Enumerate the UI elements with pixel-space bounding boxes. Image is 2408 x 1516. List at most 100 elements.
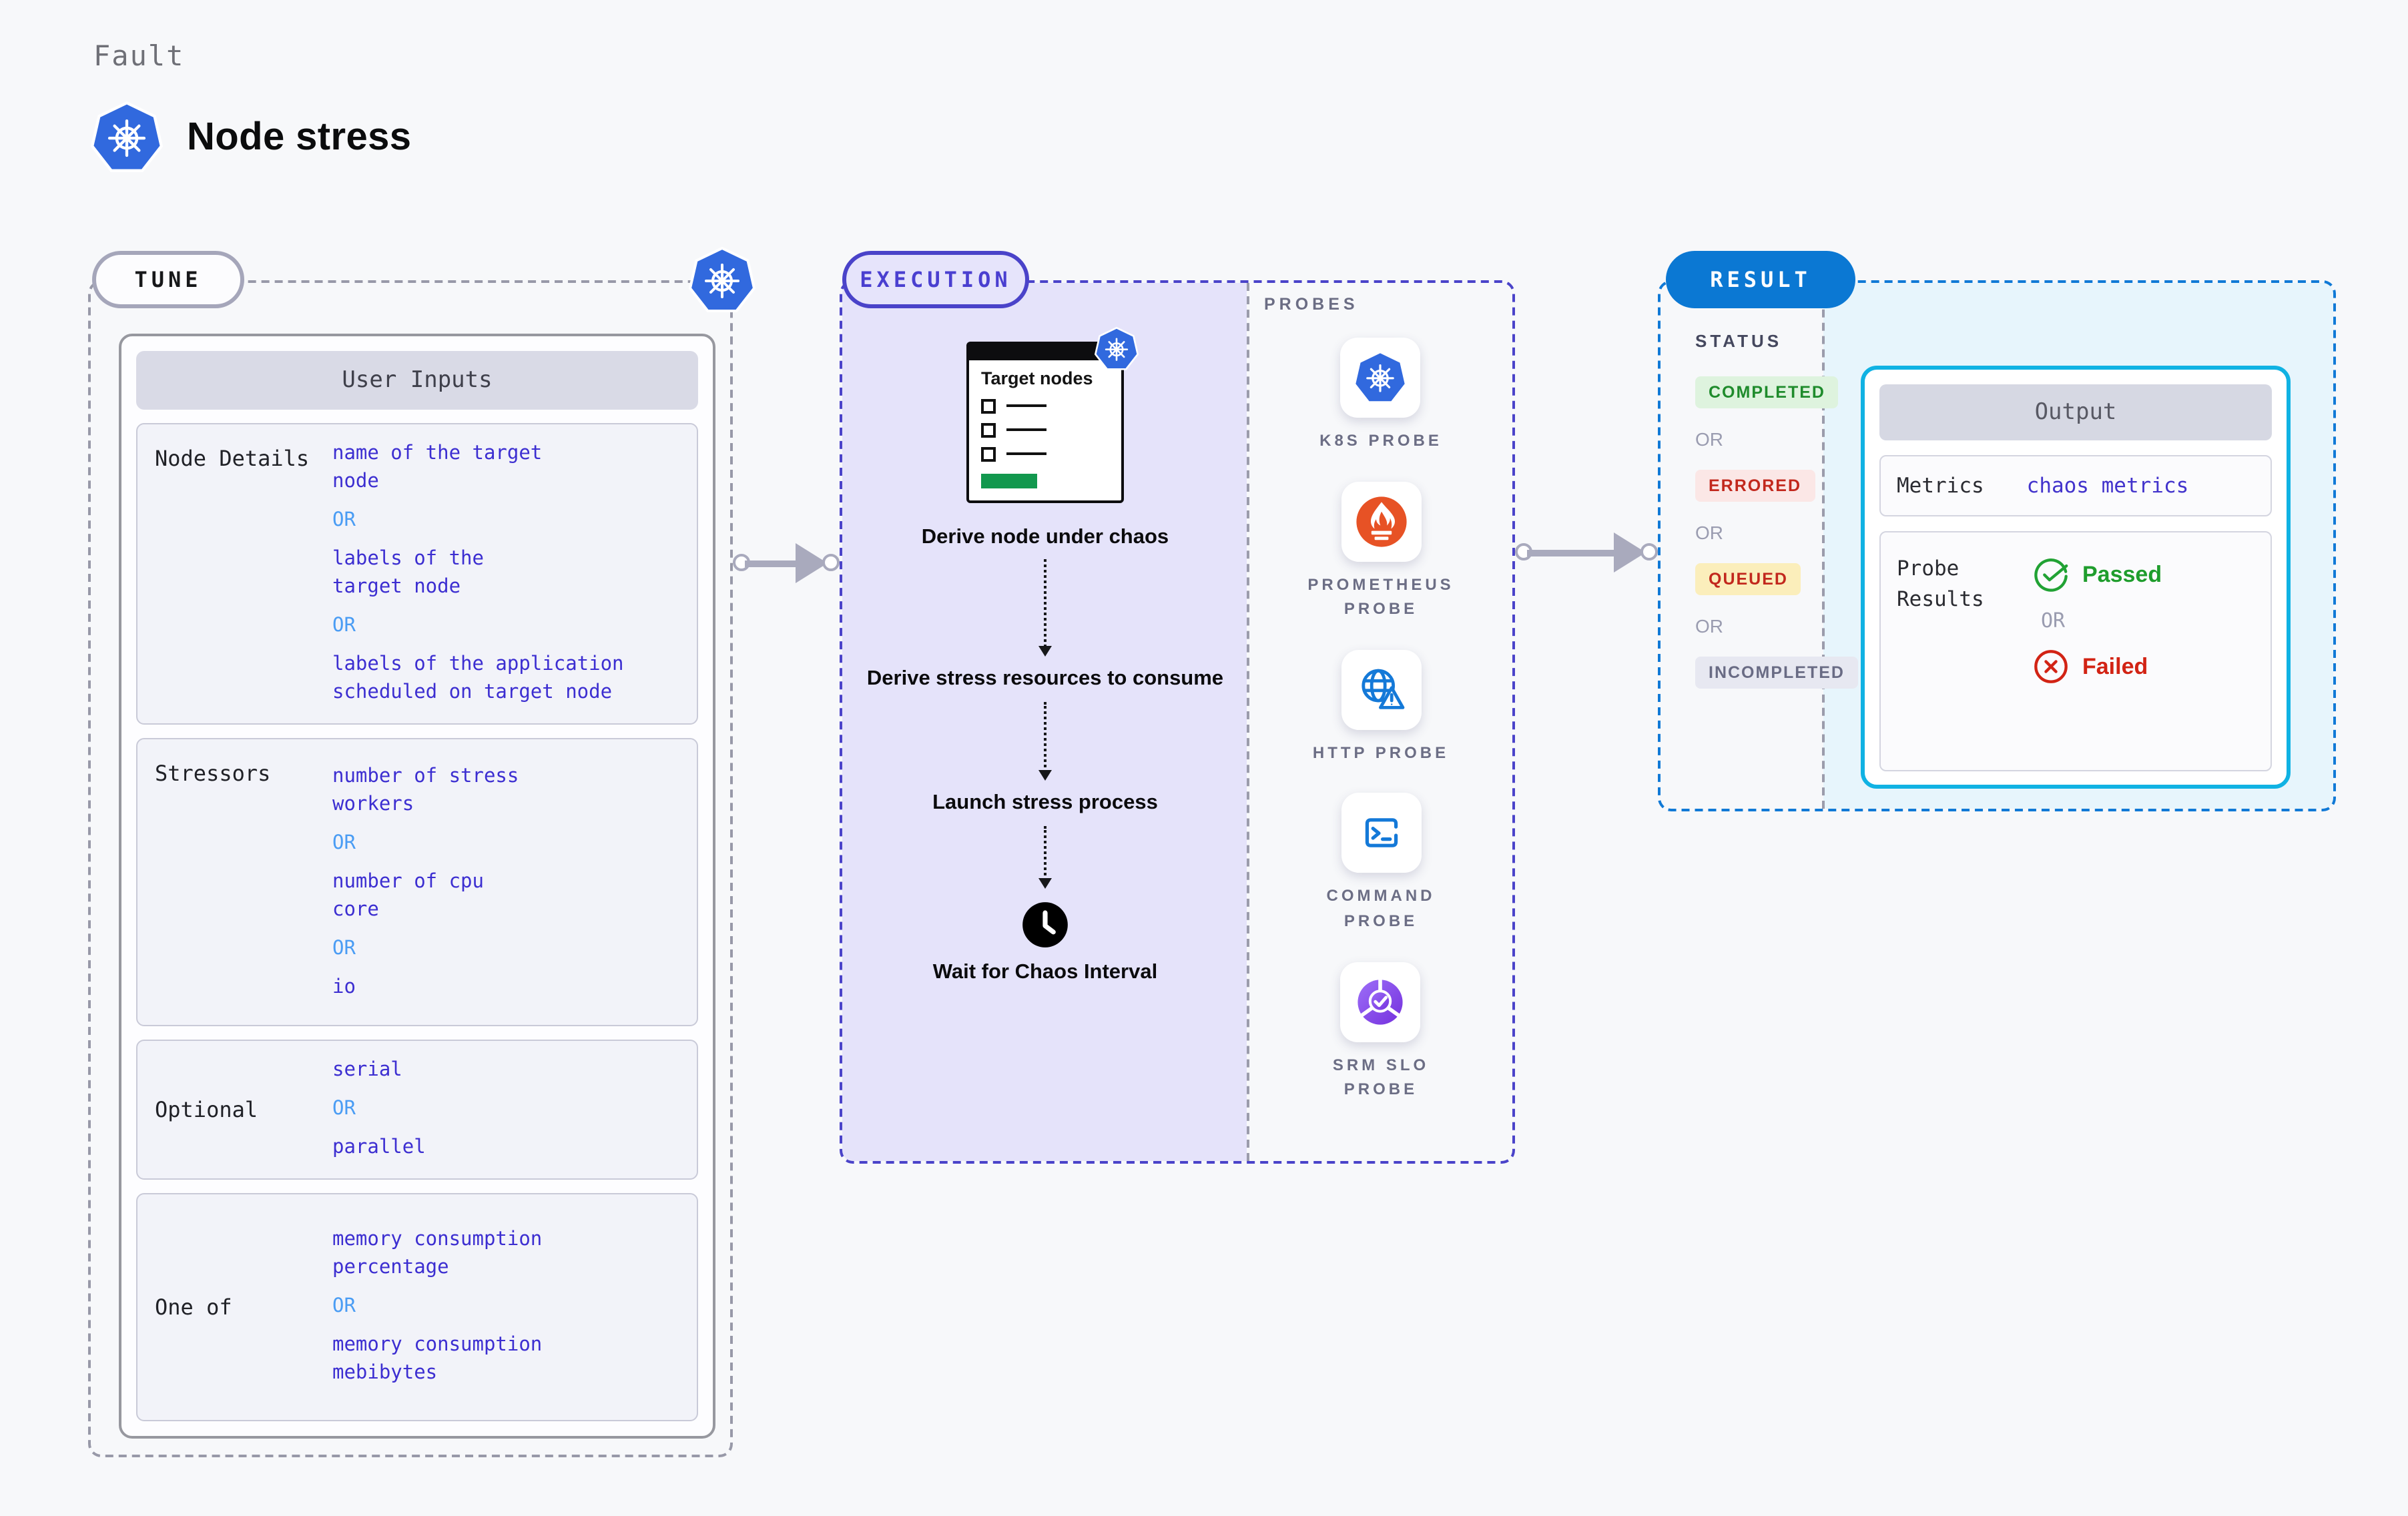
flow-down-arrow	[1038, 559, 1052, 657]
flow-step: Wait for Chaos Interval	[932, 961, 1158, 984]
input-row-label: Node Details	[155, 446, 310, 471]
probe-item: K8S PROBE	[1319, 338, 1442, 453]
input-value: memory consumption mebibytes	[332, 1335, 543, 1385]
target-nodes-card: Target nodes	[966, 326, 1139, 503]
checkbox-row	[981, 446, 1109, 462]
flow-step: Derive stress resources to consume	[866, 667, 1224, 691]
or-label: OR	[1695, 522, 1723, 543]
probe-results-label: Probe Results	[1897, 556, 1984, 612]
status-output-divider	[1822, 283, 1825, 809]
or-label: OR	[332, 615, 356, 637]
input-value: memory consumption percentage	[332, 1229, 543, 1279]
input-value: number of cpu core	[332, 871, 484, 921]
flow-down-arrow	[1038, 702, 1052, 781]
target-nodes-checklist	[981, 398, 1109, 462]
probe-label: PROMETHEUS PROBE	[1307, 575, 1454, 619]
or-label: OR	[332, 1098, 356, 1120]
result-section	[1658, 280, 2336, 811]
or-label: OR	[1695, 615, 1723, 637]
probe-item: PROMETHEUS PROBE	[1307, 481, 1454, 621]
status-column: STATUS COMPLETED OR ERRORED OR QUEUED OR INCOM…	[1695, 331, 1858, 689]
status-badge: ERRORED	[1695, 470, 1815, 502]
line-placeholder	[1006, 452, 1046, 456]
probe-label: SRM SLO PROBE	[1332, 1055, 1430, 1099]
line-placeholder	[1006, 404, 1046, 408]
target-nodes-title: Target nodes	[981, 368, 1093, 388]
arrow-line	[1527, 549, 1620, 556]
arrow-end-dot	[822, 554, 840, 571]
tune-section	[88, 280, 733, 1457]
or-label: OR	[332, 937, 356, 960]
tune-to-execution-arrow	[733, 540, 840, 586]
probe-results-row: Probe Results Passed OR Failed	[1879, 531, 2272, 771]
input-value: parallel	[332, 1137, 426, 1159]
output-header: Output	[1879, 384, 2272, 440]
input-value: name of the target node	[332, 443, 543, 493]
probe-label: HTTP PROBE	[1312, 743, 1450, 762]
failed-row: Failed	[2033, 649, 2162, 685]
kubernetes-icon	[1094, 326, 1139, 371]
passed-row: Passed	[2033, 556, 2162, 593]
or-label: OR	[332, 832, 356, 854]
input-value: io	[332, 976, 356, 998]
passed-label: Passed	[2082, 561, 2162, 587]
input-row-label: Optional	[155, 1097, 258, 1123]
or-label: OR	[1695, 428, 1723, 450]
probe-card	[1340, 962, 1421, 1042]
flow-step: Launch stress process	[932, 791, 1158, 815]
checkbox-icon	[981, 398, 996, 414]
probe-card	[1341, 793, 1421, 873]
or-label: OR	[2041, 609, 2066, 633]
http-icon	[1354, 663, 1408, 717]
tune-pill: TUNE	[92, 251, 244, 308]
checkbox-icon	[981, 446, 996, 462]
probe-card	[1341, 481, 1421, 562]
probe-card	[1341, 649, 1421, 730]
arrow-end-dot	[1640, 543, 1658, 560]
passed-icon	[2033, 556, 2069, 593]
probe-item: COMMAND PROBE	[1327, 793, 1436, 933]
arrow-line	[745, 560, 802, 566]
execution-to-result-arrow	[1515, 530, 1658, 575]
target-card-button	[981, 473, 1037, 488]
probe-label: K8S PROBE	[1319, 431, 1442, 450]
input-value: labels of the target node	[332, 548, 484, 599]
page-title-row: Node stress	[90, 101, 412, 173]
input-value: labels of the application scheduled on t…	[332, 654, 624, 704]
output-card: Output Metrics chaos metrics Probe Resul…	[1861, 366, 2291, 789]
kubernetes-icon	[688, 246, 756, 314]
input-row-label: Stressors	[155, 761, 271, 787]
probes-label: PROBES	[1264, 295, 1359, 314]
input-value: serial	[332, 1060, 402, 1082]
result-pill: RESULT	[1666, 251, 1855, 308]
execution-pill: EXECUTION	[842, 251, 1029, 308]
page-title: Node stress	[187, 115, 412, 158]
status-label: STATUS	[1695, 331, 1783, 351]
metrics-label: Metrics	[1897, 474, 1984, 498]
status-badge: QUEUED	[1695, 563, 1801, 595]
checkbox-row	[981, 422, 1109, 438]
probe-item: SRM SLO PROBE	[1333, 962, 1429, 1102]
fault-eyebrow: Fault	[93, 40, 185, 72]
clock-icon	[1021, 901, 1069, 950]
or-label: OR	[332, 1296, 356, 1318]
probe-item: HTTP PROBE	[1312, 649, 1450, 765]
srm-slo-icon	[1354, 975, 1408, 1028]
input-value: number of stress workers	[332, 765, 519, 815]
metrics-value: chaos metrics	[2026, 474, 2189, 498]
status-badge: COMPLETED	[1695, 376, 1839, 408]
status-badge: INCOMPLETED	[1695, 657, 1858, 689]
line-placeholder	[1006, 428, 1046, 432]
checkbox-row	[981, 398, 1109, 414]
